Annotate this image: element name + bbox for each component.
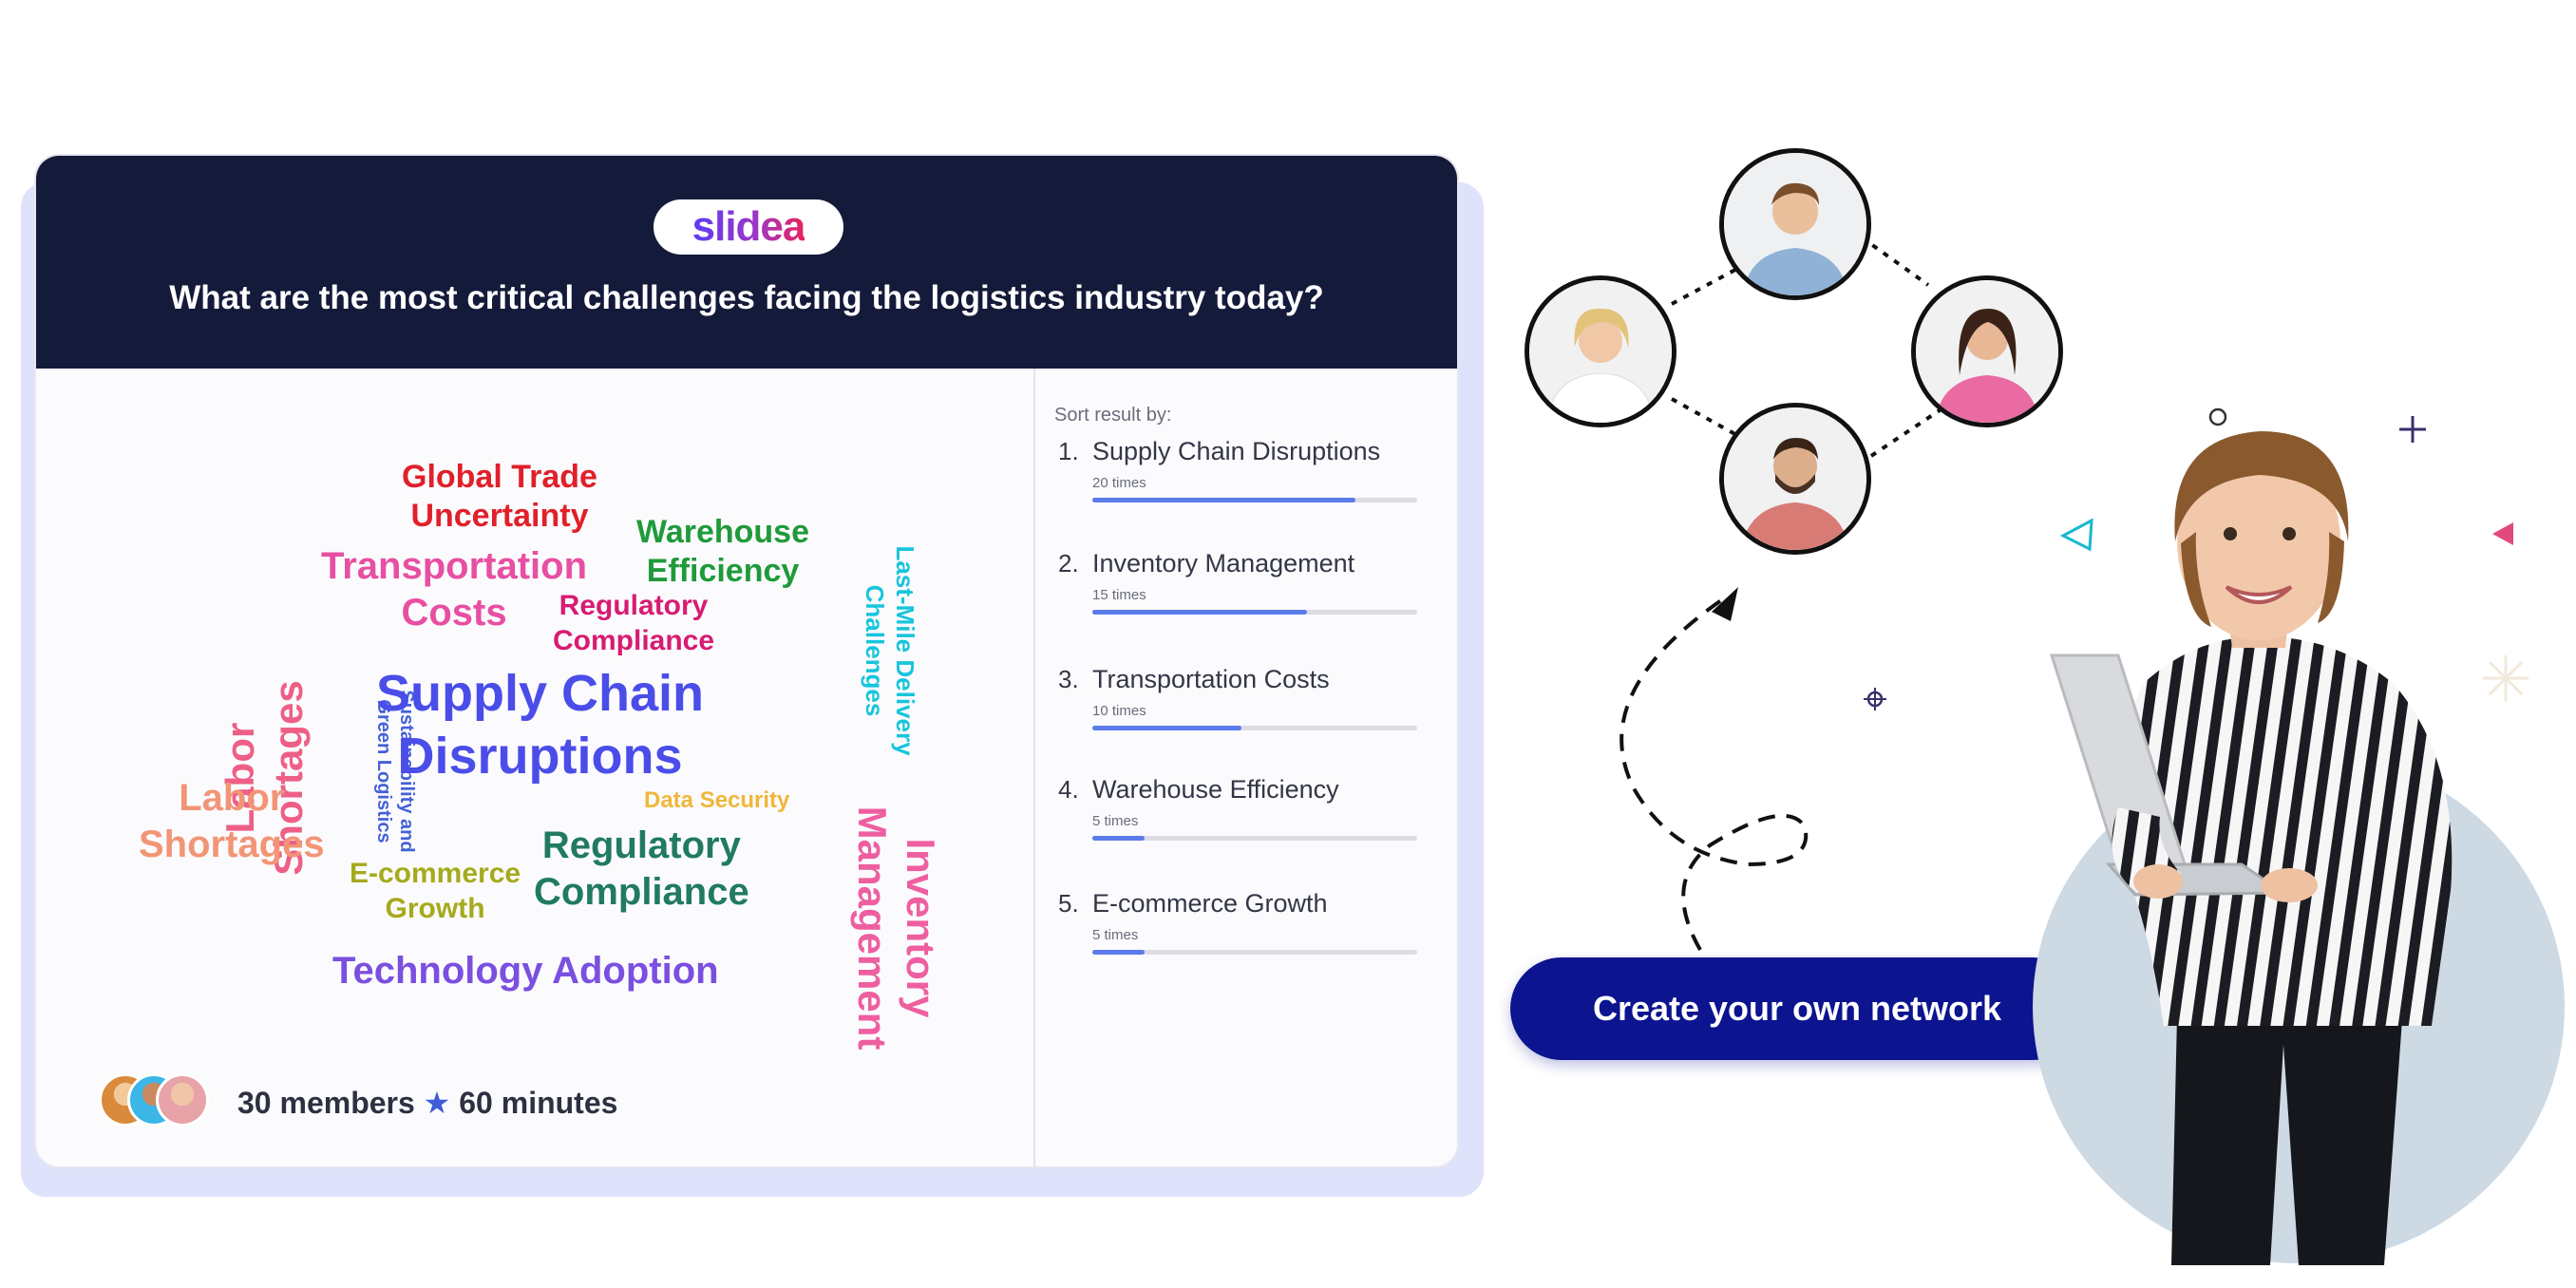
plus-icon [2399, 416, 2426, 443]
result-progress-track [1092, 836, 1417, 841]
result-title: Inventory Management [1092, 549, 1355, 578]
sort-label: Sort result by: [1054, 405, 1172, 426]
result-progress-track [1092, 610, 1417, 615]
logo: slidea [653, 199, 843, 255]
session-duration: 60 minutes [459, 1086, 618, 1120]
card-header: slidea What are the most critical challe… [36, 156, 1457, 369]
create-network-button[interactable]: Create your own network [1510, 957, 2084, 1060]
network-avatar-left [1525, 275, 1676, 427]
network-avatar-top [1719, 148, 1871, 300]
triangle-outline-icon [2059, 518, 2093, 552]
result-progress-fill [1092, 836, 1145, 841]
result-progress-track [1092, 950, 1417, 955]
result-title: E-commerce Growth [1092, 889, 1328, 918]
result-rank: 2. [1058, 549, 1079, 578]
crosshair-icon [1864, 688, 1886, 710]
word-cloud-term: Technology Adoption [332, 950, 719, 992]
logo-text: slidea [691, 203, 806, 250]
result-count: 15 times [1092, 587, 1146, 603]
presenter-illustration [2049, 431, 2453, 1265]
member-avatars [99, 1073, 213, 1130]
avatar [156, 1073, 209, 1127]
result-count: 10 times [1092, 703, 1146, 719]
result-title: Transportation Costs [1092, 665, 1330, 693]
word-cloud-card: slidea What are the most critical challe… [34, 154, 1459, 1168]
session-meta: 30 members ★ 60 minutes [237, 1085, 617, 1121]
result-count: 5 times [1092, 927, 1139, 943]
network-avatar-bottom [1719, 403, 1871, 555]
result-progress-fill [1092, 610, 1307, 615]
result-progress-track [1092, 498, 1417, 502]
result-progress-fill [1092, 950, 1145, 955]
result-progress-track [1092, 726, 1417, 730]
result-title: Supply Chain Disruptions [1092, 437, 1381, 465]
star-icon: ★ [423, 1086, 451, 1120]
result-rank: 4. [1058, 775, 1079, 804]
result-rank: 3. [1058, 665, 1079, 693]
result-progress-fill [1092, 726, 1242, 730]
word-cloud-term: Data Security [644, 787, 790, 813]
sparkle-icon [2483, 655, 2529, 701]
result-rank: 1. [1058, 437, 1079, 465]
network-avatar-right [1911, 275, 2063, 427]
result-rank: 5. [1058, 889, 1079, 918]
result-count: 5 times [1092, 813, 1139, 829]
triangle-icon [2492, 522, 2513, 545]
curved-arrow-decoration [1619, 587, 1809, 951]
member-count: 30 members [237, 1086, 415, 1120]
result-title: Warehouse Efficiency [1092, 775, 1339, 804]
question-title: What are the most critical challenges fa… [169, 279, 1324, 316]
circle-icon [2208, 407, 2227, 426]
result-progress-fill [1092, 498, 1356, 502]
panel-divider [1033, 369, 1035, 1166]
result-count: 20 times [1092, 475, 1146, 491]
